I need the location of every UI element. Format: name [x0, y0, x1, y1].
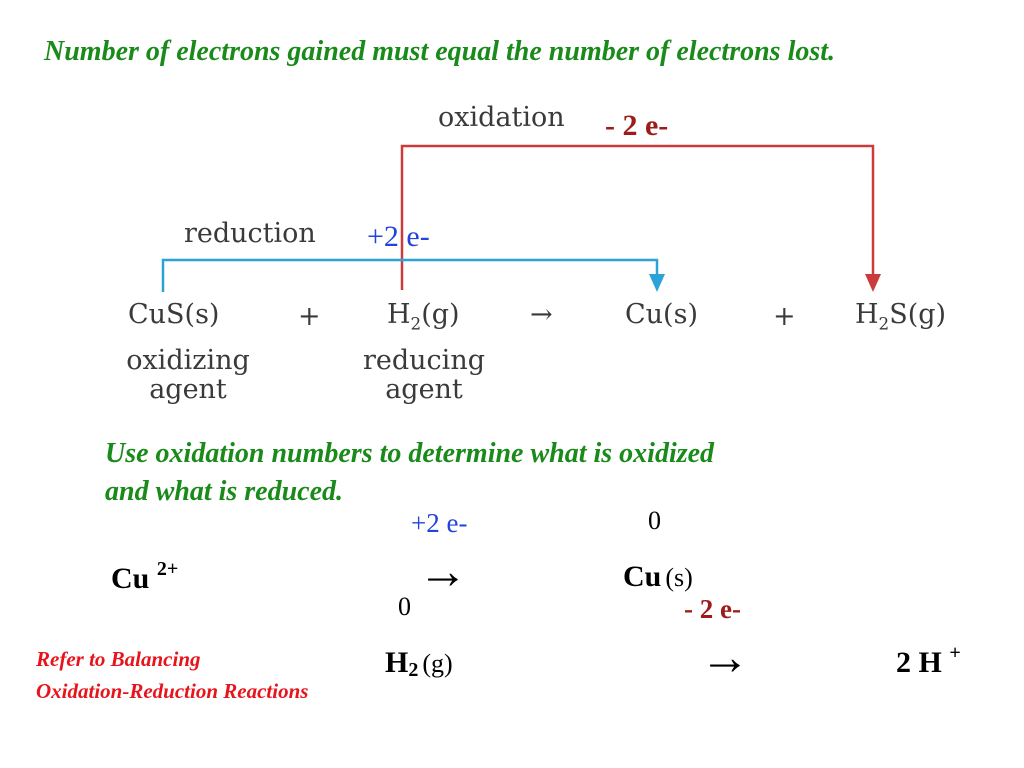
half1-product: Cu (s): [623, 560, 693, 593]
oxidation-arrowhead: [865, 274, 881, 292]
reducing-agent-label: reducing agent: [363, 345, 485, 405]
reference-line-1: Refer to Balancing: [36, 647, 201, 671]
instruction-line-1: Use oxidation numbers to determine what …: [105, 438, 715, 469]
page-title: Number of electrons gained must equal th…: [44, 36, 836, 67]
equation-product-cu: Cu(s): [625, 299, 698, 330]
equation-product-h2s: H2S(g): [855, 299, 947, 334]
equation-plus-2: +: [773, 301, 796, 332]
oxidizing-agent-label: oxidizing agent: [126, 345, 250, 405]
half1-reactant: Cu 2+: [111, 558, 179, 595]
half1-arrow: →: [418, 543, 468, 599]
oxidation-label: oxidation: [438, 102, 565, 133]
half2-product: 2 H +: [896, 642, 961, 679]
oxidation-electrons: - 2 e-: [605, 109, 669, 142]
half2-reactant-ox-number: 0: [398, 592, 411, 621]
half1-electrons: +2 e-: [411, 508, 468, 538]
equation-arrow: →: [530, 299, 553, 330]
half1-product-ox-number: 0: [648, 506, 661, 535]
equation-plus-1: +: [298, 301, 321, 332]
reference-line-2: Oxidation-Reduction Reactions: [36, 679, 309, 703]
half2-electrons: - 2 e-: [684, 594, 741, 624]
reduction-electrons: +2 e-: [367, 220, 430, 253]
oxidation-bracket: [400, 144, 875, 290]
reduction-bracket: [161, 258, 659, 292]
reduction-arrowhead: [649, 274, 665, 292]
reduction-label: reduction: [184, 218, 316, 249]
half2-arrow: →: [700, 629, 750, 685]
equation-reactant-cus: CuS(s): [128, 299, 220, 330]
instruction-line-2: and what is reduced.: [105, 476, 344, 507]
equation-reactant-h2: H2(g): [387, 299, 460, 334]
half2-reactant: H2 (g): [385, 646, 453, 682]
